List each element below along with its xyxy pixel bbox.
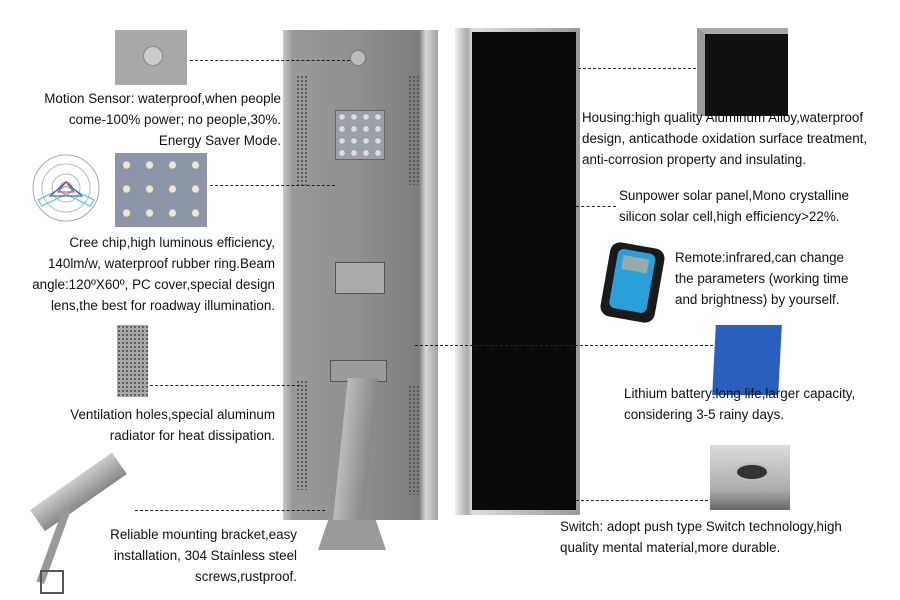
leader-line — [135, 510, 325, 511]
leader-line — [210, 185, 335, 186]
ventilation-photo — [117, 325, 148, 397]
leader-line — [576, 206, 616, 207]
vent-holes — [296, 75, 308, 185]
leader-line — [578, 68, 696, 69]
battery-caption: Lithium battery:long life,larger capacit… — [624, 386, 856, 422]
solar-panel — [472, 32, 576, 510]
leader-line — [415, 345, 713, 346]
motion-sensor-on-body — [350, 50, 366, 66]
housing-photo — [697, 28, 788, 116]
vent-holes — [408, 75, 420, 185]
clamp — [335, 262, 385, 294]
beam-angle-polar-chart-icon — [32, 154, 100, 222]
vent-holes — [296, 380, 308, 490]
led-module-photo — [115, 153, 207, 227]
bracket-base — [318, 520, 386, 550]
bracket-photo — [25, 450, 127, 598]
motion-sensor-photo — [115, 30, 187, 85]
switch-caption: Switch: adopt push type Switch technolog… — [560, 519, 842, 555]
leader-line — [576, 500, 708, 501]
housing-caption: Housing:high quality Aluminum Alloy,wate… — [582, 110, 868, 167]
switch-photo — [710, 445, 790, 510]
led-module — [335, 110, 385, 160]
leader-line — [190, 60, 350, 61]
leader-line — [150, 385, 300, 386]
remote-photo — [598, 240, 667, 325]
vent-holes — [408, 385, 420, 495]
cree-chip-caption: Cree chip,high luminous efficiency,140lm… — [32, 235, 275, 313]
